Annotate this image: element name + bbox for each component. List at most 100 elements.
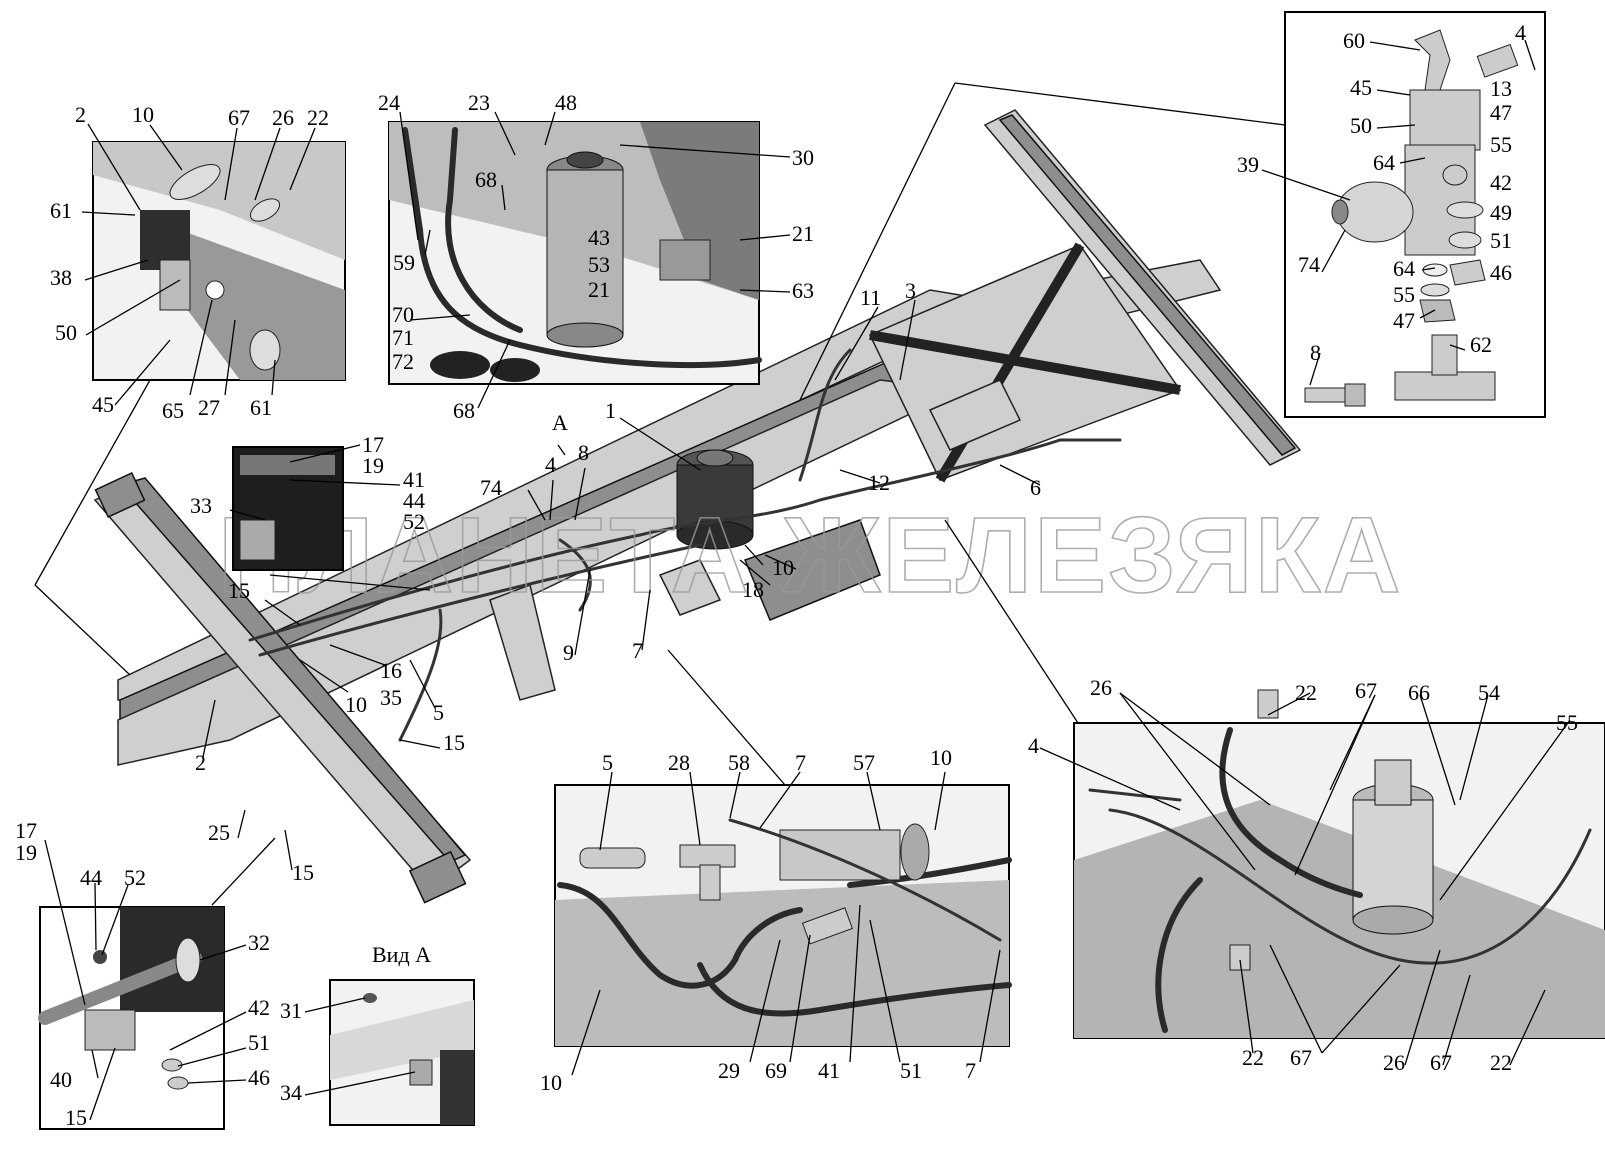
- callout-label: 12: [868, 470, 890, 495]
- callout-label: 26: [1090, 675, 1112, 700]
- callout-label: 39: [1237, 152, 1259, 177]
- callout-label: 65: [162, 398, 184, 423]
- callout-label: 28: [668, 750, 690, 775]
- callout-label: 13: [1490, 76, 1512, 101]
- callout-label: 24: [378, 90, 400, 115]
- callout-label: 23: [468, 90, 490, 115]
- callout-label: 15: [292, 860, 314, 885]
- callout-label: 22: [307, 105, 329, 130]
- callout-label: 26: [272, 105, 294, 130]
- detail-top-mid: [388, 121, 762, 385]
- callout-label: 34: [280, 1080, 302, 1105]
- callout-label: 4: [1515, 20, 1526, 45]
- callout-label: 16: [380, 658, 402, 683]
- callout-label: 44: [403, 488, 425, 513]
- detail-a-inset: [232, 446, 344, 571]
- callout-label: 8: [1310, 340, 1321, 365]
- callout-label: 2: [75, 102, 86, 127]
- callout-label: 49: [1490, 200, 1512, 225]
- callout-label: 18: [742, 577, 764, 602]
- callout-label: 62: [1470, 332, 1492, 357]
- detail-bottom-mid: [554, 784, 1012, 1047]
- callout-label: 6: [1030, 475, 1041, 500]
- callout-label: 52: [124, 865, 146, 890]
- callout-label: 41: [818, 1058, 840, 1083]
- callout-label: 51: [1490, 228, 1512, 253]
- callout-label: 15: [65, 1105, 87, 1130]
- callout-label: 53: [588, 252, 610, 277]
- callout-label: 64: [1373, 150, 1395, 175]
- callout-label: 3: [905, 278, 916, 303]
- callout-label: 52: [403, 509, 425, 534]
- callout-label: 15: [443, 730, 465, 755]
- callout-label: 54: [1478, 680, 1500, 705]
- callout-label: 67: [1290, 1045, 1312, 1070]
- callout-label: 67: [228, 105, 250, 130]
- callout-label: 33: [190, 493, 212, 518]
- callout-label: 10: [345, 692, 367, 717]
- callout-label: 58: [728, 750, 750, 775]
- callout-label: 66: [1408, 680, 1430, 705]
- detail-top-right: [1284, 11, 1546, 418]
- callout-label: 68: [453, 398, 475, 423]
- callout-label: 19: [15, 840, 37, 865]
- detail-bottom-left: [38, 906, 225, 1130]
- callout-label: 17: [362, 432, 384, 457]
- leader-lines: [34, 39, 1571, 1121]
- callout-label: 45: [1350, 75, 1372, 100]
- callout-label: 43: [588, 225, 610, 250]
- callout-label: 32: [248, 930, 270, 955]
- callout-label: 47: [1393, 308, 1415, 333]
- callout-label: 51: [248, 1030, 270, 1055]
- callout-label: 50: [1350, 113, 1372, 138]
- callout-label: 55: [1490, 132, 1512, 157]
- callout-label: 59: [393, 250, 415, 275]
- detail-bottom-right: [1073, 689, 1605, 1039]
- callout-label: 22: [1295, 680, 1317, 705]
- callout-label: 74: [480, 475, 502, 500]
- callout-label: 5: [433, 700, 444, 725]
- callout-label: 42: [1490, 170, 1512, 195]
- callout-label: 61: [50, 198, 72, 223]
- callout-label: 21: [792, 221, 814, 246]
- callout-label: 60: [1343, 28, 1365, 53]
- callout-label: 11: [860, 285, 881, 310]
- callout-label: 5: [602, 750, 613, 775]
- callout-label: 10: [540, 1070, 562, 1095]
- callout-label: 69: [765, 1058, 787, 1083]
- callout-label: 35: [380, 685, 402, 710]
- callout-label: 44: [80, 865, 102, 890]
- main-assembly: [93, 109, 1302, 904]
- callout-label: 10: [132, 102, 154, 127]
- callout-label: 45: [92, 392, 114, 417]
- callout-label: 72: [392, 349, 414, 374]
- callout-label: 4: [1028, 733, 1039, 758]
- callout-label: 4: [545, 452, 556, 477]
- callout-label: 38: [50, 265, 72, 290]
- callout-label: 61: [250, 395, 272, 420]
- callout-label: 29: [718, 1058, 740, 1083]
- callout-label: 41: [403, 467, 425, 492]
- callout-label: 50: [55, 320, 77, 345]
- callout-label: A: [552, 410, 568, 435]
- callout-label: 47: [1490, 100, 1512, 125]
- callout-label: 15: [228, 578, 250, 603]
- callout-label: 64: [1393, 256, 1415, 281]
- callout-label: 26: [1383, 1050, 1405, 1075]
- callout-label: 74: [1298, 252, 1320, 277]
- view-a-title: Вид А: [372, 942, 431, 967]
- callout-label: 46: [1490, 260, 1512, 285]
- callout-label: 57: [853, 750, 875, 775]
- callout-label: 7: [632, 638, 643, 663]
- callout-label: 7: [795, 750, 806, 775]
- callout-label: 40: [50, 1067, 72, 1092]
- detail-top-left: [92, 141, 346, 381]
- callout-label: 25: [208, 820, 230, 845]
- callout-label: 67: [1355, 678, 1377, 703]
- callout-label: 22: [1490, 1050, 1512, 1075]
- callout-label: 1: [605, 398, 616, 423]
- callout-labels: 2 10 67 26 22 61 38 50 45 65 27 61 24 23…: [15, 20, 1578, 1130]
- callout-label: 9: [563, 640, 574, 665]
- callout-label: 8: [578, 440, 589, 465]
